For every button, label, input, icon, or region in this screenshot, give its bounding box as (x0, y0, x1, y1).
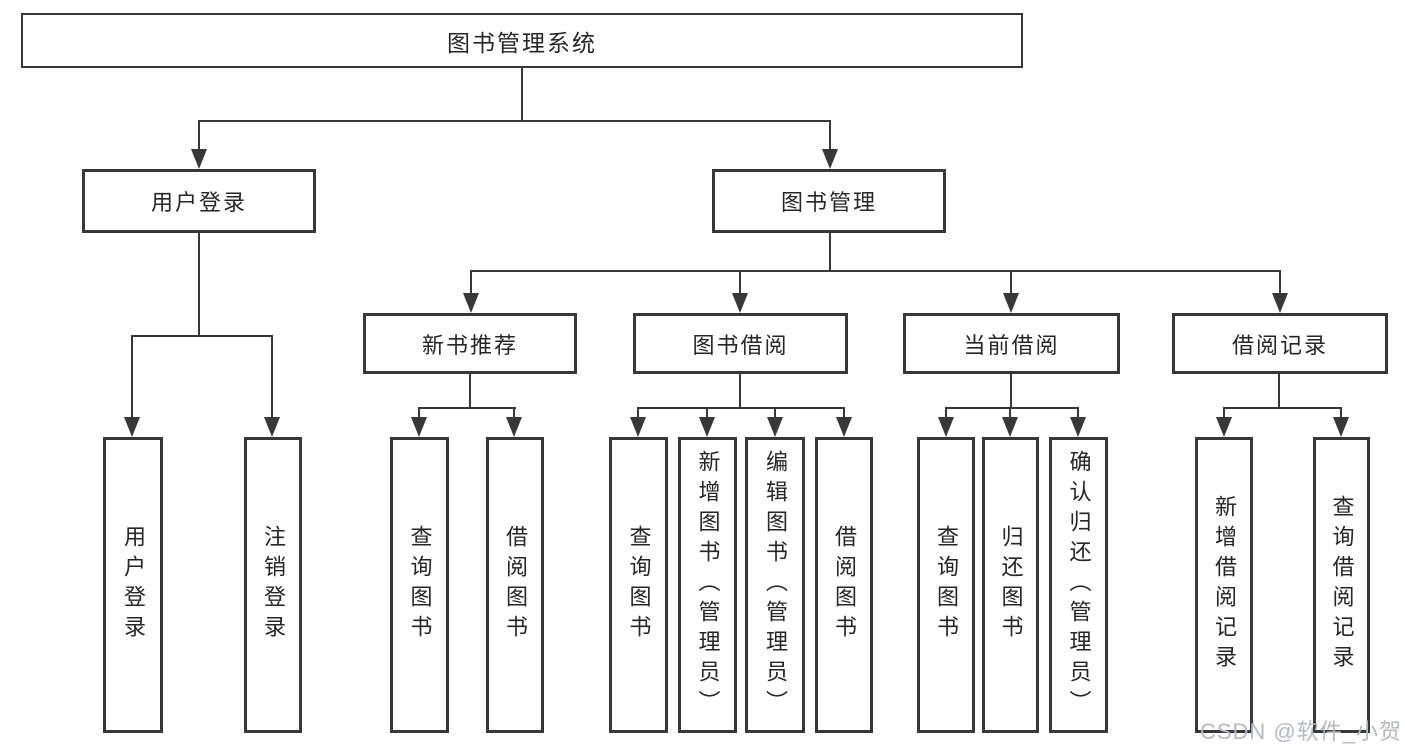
arrowhead-down-icon (1216, 417, 1232, 437)
node-new-book-recommend: 新书推荐 (363, 313, 577, 374)
arrowhead-down-icon (836, 417, 852, 437)
leaf-query-book-2: 查询图书 (609, 437, 668, 733)
connector-line (829, 120, 831, 152)
connector-line (1077, 407, 1079, 419)
connector-line (1223, 407, 1342, 409)
arrowhead-down-icon (264, 417, 280, 437)
arrowhead-down-icon (411, 417, 427, 437)
node-borrow-records: 借阅记录 (1172, 313, 1388, 374)
leaf-edit-book-admin: 编辑图书（管理员） (745, 437, 805, 733)
connector-line (271, 335, 273, 419)
leaf-user-login: 用户登录 (103, 437, 163, 733)
connector-line (1278, 373, 1280, 409)
arrowhead-down-icon (1070, 417, 1086, 437)
arrowhead-down-icon (1003, 293, 1019, 313)
connector-line (131, 335, 273, 337)
arrowhead-down-icon (630, 417, 646, 437)
connector-line (945, 407, 947, 419)
connector-line (418, 407, 516, 409)
node-current-borrow: 当前借阅 (903, 313, 1120, 374)
arrowhead-down-icon (1333, 417, 1349, 437)
csdn-watermark: CSDN @软件_小贺同学 (1199, 719, 1402, 744)
arrowhead-down-icon (938, 417, 954, 437)
arrowhead-down-icon (732, 293, 748, 313)
leaf-add-borrow-record: 新增借阅记录 (1195, 437, 1253, 733)
connector-line (469, 373, 471, 409)
leaf-query-borrow-record: 查询借阅记录 (1313, 437, 1370, 733)
connector-line (521, 68, 523, 122)
arrowhead-down-icon (699, 417, 715, 437)
connector-line (131, 335, 133, 419)
arrowhead-down-icon (506, 417, 522, 437)
connector-line (739, 373, 741, 409)
connector-line (637, 407, 639, 419)
node-book-management: 图书管理 (712, 169, 946, 233)
connector-line (198, 233, 200, 337)
connector-line (418, 407, 420, 419)
arrowhead-down-icon (191, 149, 207, 169)
leaf-logout: 注销登录 (244, 437, 302, 733)
arrowhead-down-icon (1272, 293, 1288, 313)
arrowhead-down-icon (1002, 417, 1018, 437)
node-user-login-group: 用户登录 (82, 169, 316, 233)
connector-line (739, 270, 741, 298)
connector-line (1010, 270, 1012, 298)
leaf-return-book: 归还图书 (982, 437, 1039, 733)
leaf-query-book-3: 查询图书 (917, 437, 975, 733)
connector-line (1009, 407, 1011, 419)
connector-line (1279, 270, 1281, 298)
connector-line (706, 407, 708, 419)
connector-line (198, 120, 200, 152)
leaf-add-book-admin: 新增图书（管理员） (678, 437, 737, 733)
leaf-query-book-1: 查询图书 (390, 437, 449, 733)
connector-line (637, 407, 845, 409)
arrowhead-down-icon (767, 417, 783, 437)
leaf-borrow-book-1: 借阅图书 (486, 437, 544, 733)
node-book-borrow: 图书借阅 (633, 313, 848, 374)
connector-line (470, 270, 472, 298)
connector-line (198, 120, 831, 122)
node-root: 图书管理系统 (21, 13, 1023, 68)
connector-line (829, 233, 831, 272)
connector-line (1223, 407, 1225, 419)
connector-line (470, 270, 1281, 272)
connector-line (774, 407, 776, 419)
connector-line (945, 407, 1079, 409)
leaf-borrow-book-2: 借阅图书 (815, 437, 873, 733)
connector-line (843, 407, 845, 419)
arrowhead-down-icon (822, 149, 838, 169)
connector-line (1010, 373, 1012, 409)
leaf-confirm-return-admin: 确认归还（管理员） (1049, 437, 1108, 733)
arrowhead-down-icon (463, 293, 479, 313)
connector-line (1340, 407, 1342, 419)
arrowhead-down-icon (124, 417, 140, 437)
connector-line (513, 407, 515, 419)
